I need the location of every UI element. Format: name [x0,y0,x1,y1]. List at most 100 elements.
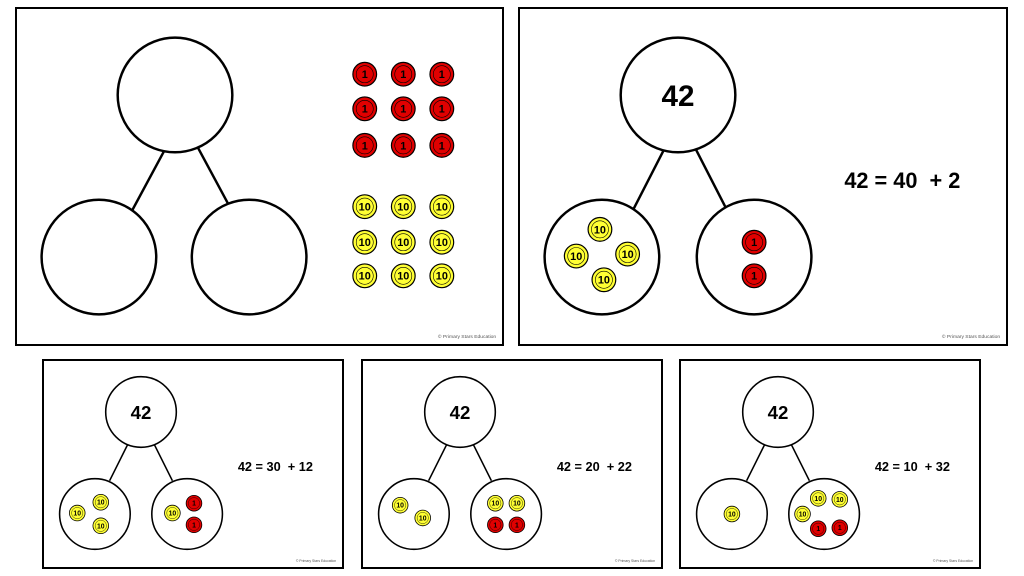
one-counter: 1 [429,61,455,87]
counter-ring [416,512,429,524]
counter-ring [567,247,586,265]
counter-ring [394,499,407,512]
counter-ring [355,197,374,216]
ten-counter: 10 [809,490,827,507]
counter-label: 10 [728,512,736,519]
ten-counter: 10 [414,509,431,527]
one-counter: 1 [487,516,504,534]
ten-counter: 10 [352,229,378,255]
one-counter: 1 [741,263,767,289]
counter-label: 1 [362,69,368,81]
counter-label: 10 [836,497,844,504]
ten-counter: 10 [429,194,455,220]
part-circle-left [40,198,158,316]
counter-ring [355,233,374,252]
ten-counter: 10 [390,263,416,289]
counter-label: 10 [359,237,371,249]
ten-counter: 10 [723,505,741,523]
one-counter: 1 [429,132,455,158]
counter-ring [745,233,763,252]
connector-left [108,441,130,482]
equation: 42 = 20 + 22 [557,459,632,474]
ten-counter: 10 [508,494,526,512]
counter-label: 10 [397,237,409,249]
counter-ring [812,492,825,505]
counter-ring [432,65,451,84]
counter-label: 1 [439,140,445,152]
counter-label: 1 [362,104,368,116]
credit-text: © Primary Stars Education [615,559,655,563]
counter-ring [394,65,413,84]
one-counter: 1 [390,132,416,158]
whole-circle [741,375,815,449]
counter-ring [432,136,451,155]
counter-ring [432,99,451,118]
ten-counter: 10 [563,243,589,269]
counter-ring [71,507,84,519]
counter-label: 10 [397,271,409,283]
one-counter: 1 [429,96,455,122]
counter-label: 10 [799,512,807,519]
one-counter: 1 [390,61,416,87]
counter-label: 1 [751,237,757,249]
counter-ring [511,497,523,510]
counter-ring [394,136,413,155]
whole-circle [104,375,178,449]
counter-label: 10 [397,202,409,214]
connector-left [427,441,449,482]
whole-number: 42 [662,80,695,113]
counter-label: 10 [513,501,521,508]
ten-counter: 10 [487,494,504,512]
counter-ring [833,521,846,534]
counter-label: 1 [515,522,519,529]
ten-counter: 10 [352,263,378,289]
counter-ring [188,497,200,510]
counter-label: 1 [362,140,368,152]
counter-label: 10 [359,271,371,283]
counter-label: 1 [816,526,820,533]
whole-circle [619,36,737,154]
counter-label: 1 [493,522,497,529]
ten-counter: 10 [352,194,378,220]
counter-label: 10 [436,237,448,249]
right-part-counters: 10 10 1 1 [487,494,526,534]
part-circle-right [470,477,543,551]
counter-label: 10 [598,275,610,287]
one-counter: 1 [390,96,416,122]
counter-ring [355,266,374,285]
counter-label: 1 [400,140,406,152]
one-counter: 1 [508,516,526,534]
counter-ring [394,99,413,118]
credit-text: © Primary Stars Education [942,333,1000,340]
one-counter: 1 [352,96,378,122]
credit-text: © Primary Stars Education [296,559,336,563]
counter-ring [745,266,763,285]
part-circle-left [377,477,451,551]
one-counter: 1 [185,494,203,512]
counter-label: 10 [97,500,105,507]
counter-ring [394,197,413,216]
counter-label: 1 [400,104,406,116]
one-counter: 1 [809,520,827,537]
counter-label: 10 [359,202,371,214]
counter-ring [511,518,523,531]
counter-ring [394,266,413,285]
counter-ring [355,99,374,118]
counter-ring [166,507,179,519]
right-part-counters: 11 [741,229,767,289]
connector-right [152,441,174,482]
counter-ring [591,220,609,239]
whole-number: 42 [768,402,789,423]
counter-label: 10 [73,511,81,518]
